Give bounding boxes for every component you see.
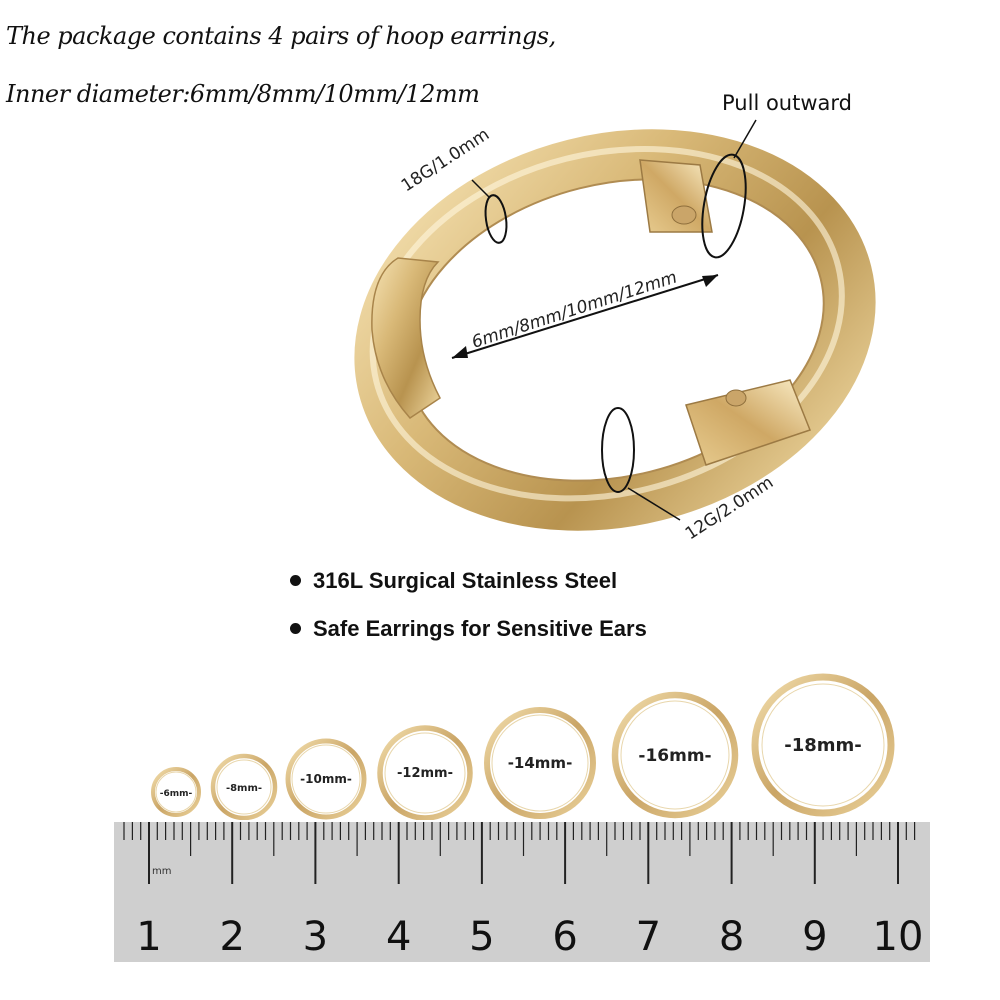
main-hoop <box>354 129 876 531</box>
ruler-number: 6 <box>552 914 577 960</box>
feature-steel: 316L Surgical Stainless Steel <box>290 568 617 594</box>
ruler-number: 3 <box>303 914 328 960</box>
ruler: mm 1 2 3 4 5 6 7 8 9 10 <box>114 822 930 962</box>
hoop-6mm-label: -6mm- <box>160 789 193 799</box>
hoop-18mm: -18mm- <box>751 673 895 817</box>
ruler-number: 10 <box>873 914 924 960</box>
ruler-number: 4 <box>386 914 411 960</box>
ruler-unit-label: mm <box>152 866 171 877</box>
hoop-16mm-label: -16mm- <box>638 746 711 766</box>
feature-sensitive-label: Safe Earrings for Sensitive Ears <box>313 616 647 641</box>
ruler-body <box>114 822 930 962</box>
ruler-number: 9 <box>802 914 827 960</box>
hoop-8mm-label: -8mm- <box>226 783 262 794</box>
hoop-8mm: -8mm- <box>210 753 278 820</box>
hoop-12mm-label: -12mm- <box>397 766 453 781</box>
clasp-lower <box>685 379 811 466</box>
intro-line-2: Inner diameter:6mm/8mm/10mm/12mm <box>6 80 480 108</box>
hoop-16mm: -16mm- <box>611 691 739 819</box>
intro-line-1: The package contains 4 pairs of hoop ear… <box>6 22 556 50</box>
bullet-icon <box>290 574 301 586</box>
ruler-numbers: 1 2 3 4 5 6 7 8 9 10 <box>136 914 923 960</box>
hoop-10mm-label: -10mm- <box>300 772 352 786</box>
hoop-14mm: -14mm- <box>484 707 596 819</box>
ruler-number: 2 <box>219 914 244 960</box>
end-cap-left <box>371 257 441 419</box>
feature-sensitive: Safe Earrings for Sensitive Ears <box>290 616 647 642</box>
ruler-number: 7 <box>636 914 661 960</box>
feature-steel-label: 316L Surgical Stainless Steel <box>313 568 618 593</box>
bullet-icon <box>290 622 301 634</box>
hoop-18mm-label: -18mm- <box>784 735 862 756</box>
ruler-number: 5 <box>469 914 494 960</box>
pull-marker: Pull outward <box>701 91 852 259</box>
pull-outward-label: Pull outward <box>722 91 852 115</box>
hoop-10mm: -10mm- <box>285 738 367 820</box>
hoop-12mm: -12mm- <box>377 725 473 820</box>
hoop-diagram: 6mm/8mm/10mm/12mm 18G/1.0mm Pull outward… <box>354 91 876 544</box>
ruler-number: 8 <box>719 914 744 960</box>
hoop-14mm-label: -14mm- <box>508 754 573 772</box>
size-hoops: -6mm- -8mm- -10mm- -12mm- -14mm- -16mm- … <box>151 673 895 820</box>
hoop-6mm: -6mm- <box>151 767 201 817</box>
ruler-number: 1 <box>136 914 161 960</box>
ruler-ticks <box>123 822 916 884</box>
